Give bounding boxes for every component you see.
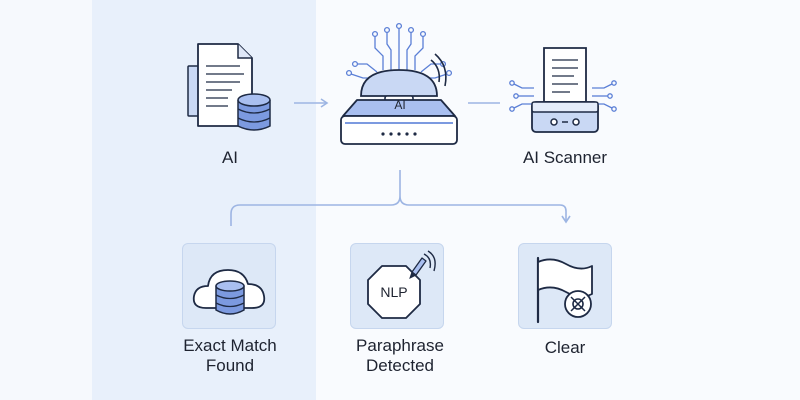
ai-scanner-label: AI Scanner	[522, 148, 608, 167]
exact-match-label-line2: Found	[205, 356, 255, 375]
flag-shield-icon	[536, 256, 593, 324]
nlp-octagon-icon	[367, 250, 436, 319]
source-label: AI	[221, 148, 239, 167]
document-database-icon	[187, 43, 271, 131]
paraphrase-label-line1: Paraphrase	[356, 336, 444, 355]
arrow-head-source-to-scanner	[320, 98, 329, 108]
scanner-badge-label: AI	[394, 98, 406, 112]
printer-scanner-icon	[509, 47, 617, 133]
exact-match-label-line1: Exact Match	[183, 336, 277, 355]
cloud-database-icon	[192, 269, 266, 315]
ai-scanner-device-icon	[340, 22, 458, 145]
arrow-head-clear	[561, 215, 571, 224]
clear-label: Clear	[544, 338, 586, 357]
paraphrase-label-line2: Detected	[365, 356, 435, 375]
nlp-badge-label: NLP	[380, 284, 408, 300]
connector-scanner-to-outcomes	[230, 170, 567, 226]
